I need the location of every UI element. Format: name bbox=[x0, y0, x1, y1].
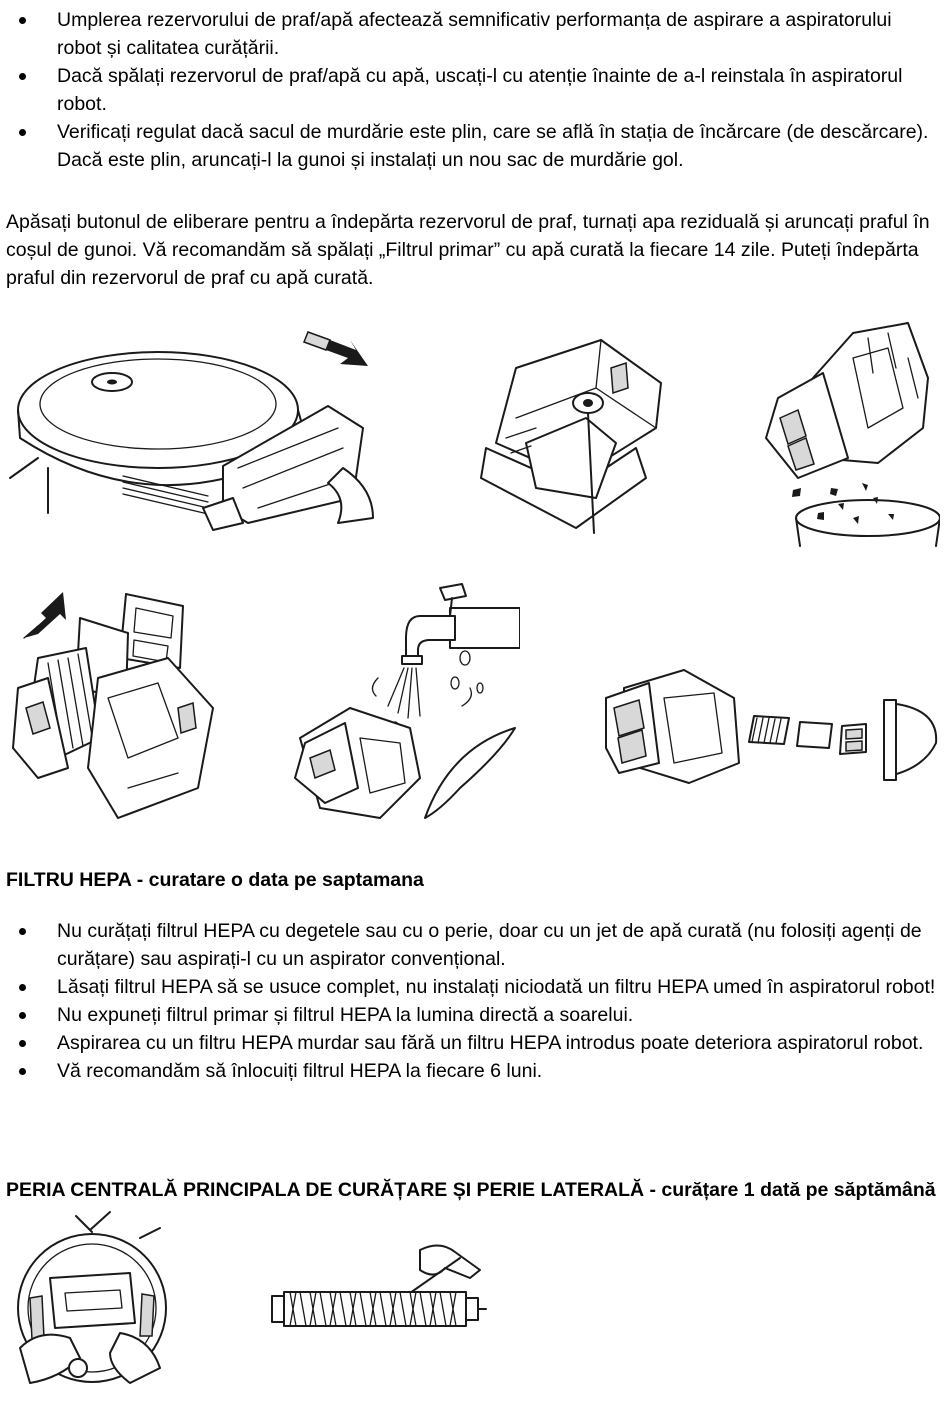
list-item: Lăsați filtrul HEPA să se usuce complet,… bbox=[6, 973, 941, 1001]
list-item: Verificați regulat dacă sacul de murdări… bbox=[6, 118, 941, 174]
dustbin-rinsing-illustration bbox=[290, 578, 520, 828]
list-item: Nu expuneți filtrul primar și filtrul HE… bbox=[6, 1001, 941, 1029]
dustbin-emptying-illustration bbox=[758, 318, 940, 548]
dustbin-release-illustration bbox=[476, 328, 671, 540]
list-item: Aspirarea cu un filtru HEPA murdar sau f… bbox=[6, 1029, 941, 1057]
filter-removal-illustration bbox=[8, 588, 216, 824]
dustbin-instructions-paragraph: Apăsați butonul de eliberare pentru a în… bbox=[6, 211, 930, 289]
hepa-filter-list: Nu curățați filtrul HEPA cu degetele sau… bbox=[6, 917, 941, 1085]
list-item: Dacă spălați rezervorul de praf/apă cu a… bbox=[6, 62, 941, 118]
robot-dustbin-removal-illustration bbox=[8, 318, 383, 540]
main-brush-cleaning-illustration bbox=[270, 1240, 492, 1336]
robot-underside-illustration bbox=[10, 1208, 170, 1396]
brush-cleaning-heading: PERIA CENTRALĂ PRINCIPALA DE CURĂȚARE ȘI… bbox=[6, 1179, 936, 1201]
storage-tips-list: Umplerea rezervorului de praf/apă afecte… bbox=[6, 6, 941, 174]
filter-parts-illustration bbox=[604, 668, 940, 788]
list-item: Vă recomandăm să înlocuiți filtrul HEPA … bbox=[6, 1057, 941, 1085]
list-item: Nu curățați filtrul HEPA cu degetele sau… bbox=[6, 917, 941, 973]
list-item: Umplerea rezervorului de praf/apă afecte… bbox=[6, 6, 941, 62]
hepa-filter-heading: FILTRU HEPA - curatare o data pe saptama… bbox=[6, 869, 424, 891]
